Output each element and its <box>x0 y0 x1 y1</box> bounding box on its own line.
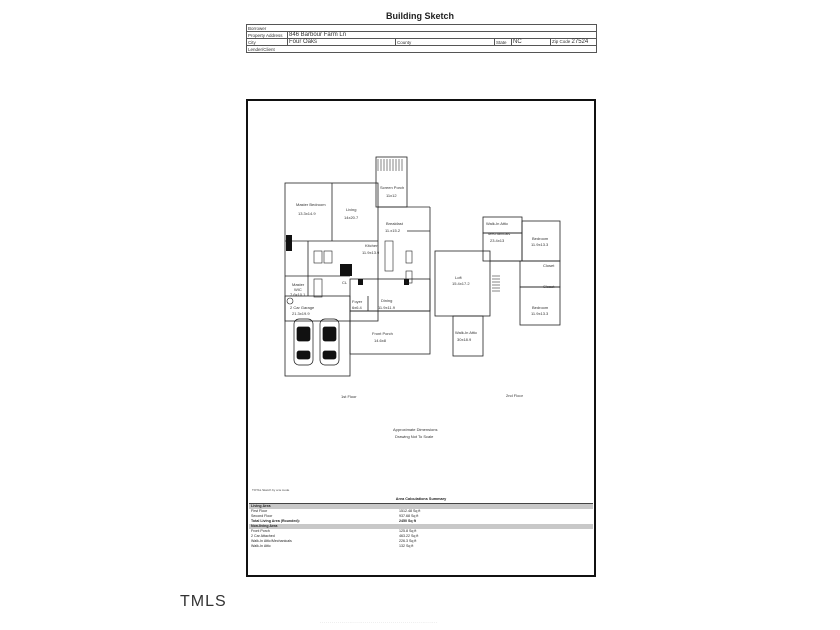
not-to-scale-note: Drawing Not To Scale <box>395 434 434 439</box>
software-note: TOTAL Sketch by a la mode <box>252 488 290 492</box>
garage-cars <box>293 318 340 366</box>
summary-title: Area Calculations Summary <box>249 495 593 504</box>
first-floor-caption: 1st Floor <box>341 394 357 399</box>
sheet-title: Building Sketch <box>385 11 454 21</box>
tmls-logo: TMLS <box>180 593 227 610</box>
bedroom-1-dim: 11.9x13.3 <box>531 242 549 247</box>
first-floor-labels: Master Bedroom 13.3x14.9 Living 14x20.7 … <box>290 185 404 399</box>
bedroom-2-dim: 11.9x13.3 <box>531 311 549 316</box>
living-dim: 14x20.7 <box>344 215 359 220</box>
dining-dim: 11.9x11.9 <box>378 305 396 310</box>
walk-in-attic-bottom-label: Walk-In Attic <box>455 330 477 335</box>
second-floor-walls <box>434 216 561 357</box>
borrower-label: Borrower <box>246 24 597 32</box>
property-address-value: 846 Barbour Farm Ln <box>287 31 597 39</box>
living-area-header: Living Area <box>249 504 593 509</box>
screen-porch-dim: 11x12 <box>386 193 397 198</box>
city-label: City <box>246 38 288 46</box>
master-wic-dim: 7.6x10.1 <box>290 292 306 297</box>
zip-value: 27524 <box>571 39 589 45</box>
second-floor-stairs <box>492 275 500 292</box>
living-label: Living <box>346 207 356 212</box>
foyer-dim: 6x6.4 <box>352 305 363 310</box>
zip-cell: Zip Code 27524 <box>550 38 597 46</box>
master-wic-label: Master <box>292 282 305 287</box>
approx-dimensions-note: Approximate Dimensions <box>393 427 437 432</box>
dining-label: Dining <box>381 298 392 303</box>
closet-label: CL <box>342 280 348 285</box>
kitchen-label: Kitchen <box>365 243 378 248</box>
state-value: NC <box>511 38 551 46</box>
loft-label: Loft <box>455 275 463 280</box>
walk-in-attic-bottom-dim: 30x18.9 <box>457 337 472 342</box>
mechanicals-dim: 23.4x13 <box>490 238 505 243</box>
master-wic-label-2: WIC <box>294 287 302 292</box>
breakfast-dim: 11.x15.2 <box>385 228 401 233</box>
second-floor-caption: 2nd Floor <box>506 393 524 398</box>
bedroom-1-label: Bedroom <box>532 236 549 241</box>
loft-dim: 15.4x17.2 <box>452 281 470 286</box>
property-address-label: Property Address <box>246 31 288 39</box>
sketch-sheet: Master Bedroom 13.3x14.9 Living 14x20.7 … <box>246 99 596 577</box>
mechanicals-label: Mechanicals <box>488 231 510 236</box>
screen-porch-label: Screen Porch <box>380 185 404 190</box>
front-porch-label: Front Porch <box>372 331 393 336</box>
first-floor-fixtures <box>286 235 409 285</box>
kitchen-dim: 11.9x13.9 <box>362 250 380 255</box>
header-table: Borrower Property Address 846 Barbour Fa… <box>246 24 597 53</box>
master-bedroom-dim: 13.3x14.9 <box>298 211 316 216</box>
city-value: Four Oaks <box>287 38 396 46</box>
walk-in-attic-top-label: Walk-In Attic <box>486 221 508 226</box>
garage-dim: 21.3x19.9 <box>292 311 310 316</box>
first-floor-walls <box>284 156 431 377</box>
breakfast-label: Breakfast <box>386 221 404 226</box>
closet-1-label: Closet <box>543 263 555 268</box>
first-floor-cabinets <box>286 240 413 305</box>
footer-text: ........................................… <box>320 620 439 624</box>
state-label: State <box>494 38 512 46</box>
county-label: County <box>395 38 495 46</box>
non-living-area-header: Non-living Area <box>249 524 593 529</box>
bedroom-2-label: Bedroom <box>532 305 549 310</box>
screen-porch-stairs <box>377 159 403 171</box>
floor-plan-drawing: Master Bedroom 13.3x14.9 Living 14x20.7 … <box>252 156 561 492</box>
total-living-row: Total Living Area (Rounded):2450 Sq ft <box>251 519 416 523</box>
master-bedroom-label: Master Bedroom <box>296 202 326 207</box>
area-summary: Area Calculations Summary Living Area Fi… <box>249 495 593 549</box>
garage-label: 2 Car Garage <box>290 305 315 310</box>
drawing-notes: Approximate Dimensions Drawing Not To Sc… <box>252 427 437 492</box>
front-porch-dim: 14.6x8 <box>374 338 387 343</box>
foyer-label: Foyer <box>352 299 363 304</box>
closet-2-label: Closet <box>543 284 555 289</box>
lender-label: Lender/Client <box>246 45 597 53</box>
second-floor-labels: Walk-In Attic Mechanicals 23.4x13 Bedroo… <box>452 221 555 398</box>
